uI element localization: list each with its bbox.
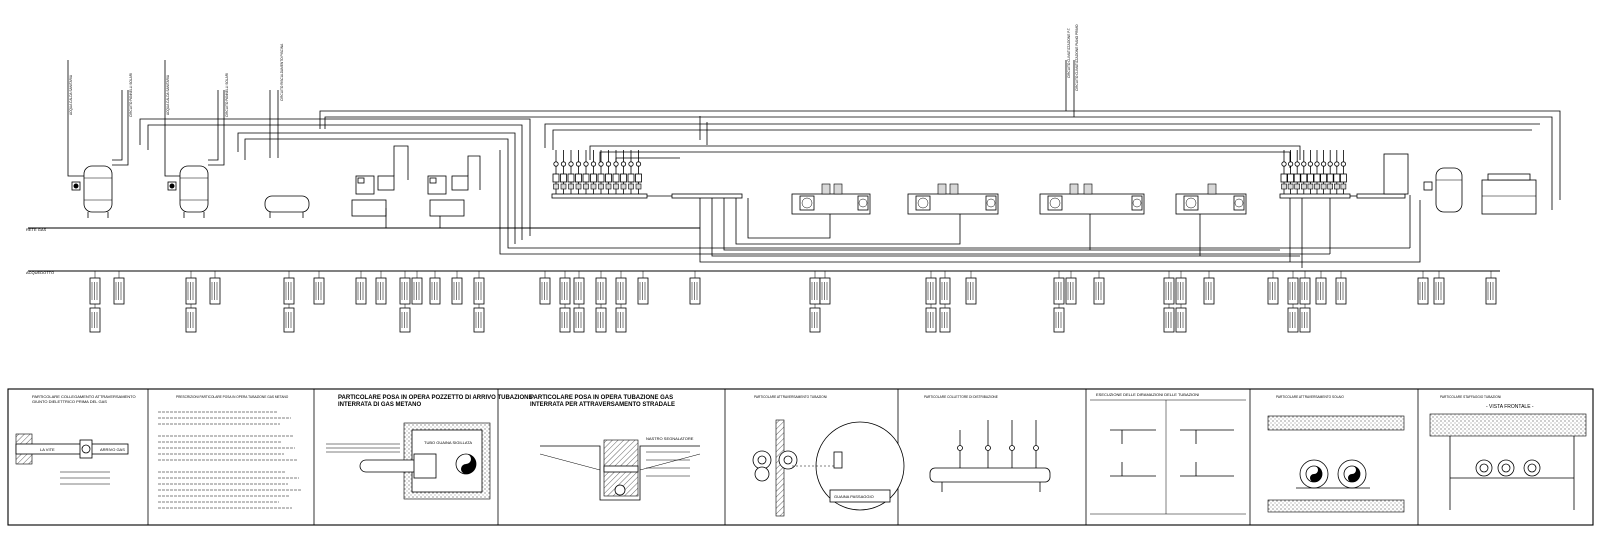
right-storage-tank: [1423, 167, 1463, 213]
schematic-area: RETE GAS ACQUEDOTTO: [26, 24, 1561, 333]
boiler-1: [351, 175, 395, 217]
detail-1-label-vite: LA VITE: [40, 447, 55, 452]
detail-8-title: PARTICOLARE ATTRAVERSAMENTO SOLAIO: [1276, 395, 1344, 399]
label-climatizzazione-pt: CIRCUITO CLIMATIZZAZIONE P.T.: [1067, 28, 1071, 78]
label-piscina: CIRCUITO RISCALDAMENTO PISCINA: [280, 43, 284, 101]
detail-4-subtitle: INTERRATA PER ATTRAVERSAMENTO STRADALE: [530, 402, 675, 408]
detail-4-label: NASTRO SEGNALATORE: [646, 436, 694, 441]
detail-1-label-arrivo: ARRIVO GAS: [100, 447, 125, 452]
detail-strip: PARTICOLARE COLLEGAMENTO ATTRAVERSAMENTO…: [7, 388, 1594, 526]
detail-panel-6: PARTICOLARE COLLETTORE DI DISTRIBUZIONE: [924, 395, 1051, 492]
detail-9-label: - VISTA FRONTALE -: [1486, 404, 1534, 410]
detail-panel-3: PARTICOLARE POSA IN OPERA POZZETTO DI AR…: [326, 395, 532, 500]
detail-panel-9: PARTICOLARE STAFFAGGIO TUBAZIONI - VISTA…: [1429, 395, 1587, 510]
detail-2-title: PRESCRIZIONI PARTICOLARE POSA IN OPERA T…: [176, 395, 289, 399]
detail-6-title: PARTICOLARE COLLETTORE DI DISTRIBUZIONE: [924, 395, 998, 399]
detail-9-title: PARTICOLARE STAFFAGGIO TUBAZIONI: [1440, 395, 1501, 399]
label-acqua-calda-2: ACQUA CALDA SANITARIA: [166, 74, 170, 115]
label-pannelli-solari-1: CIRCUITO PANNELLI SOLARI: [129, 73, 133, 117]
detail-3-label: TUBO GUAINA SIGILLATA: [424, 440, 472, 445]
detail-5-title: PARTICOLARE ATTRAVERSAMENTO TUBAZIONI: [754, 395, 827, 399]
detail-panel-8: PARTICOLARE ATTRAVERSAMENTO SOLAIO: [1267, 395, 1405, 513]
label-climatizzazione-pp: CIRCUITO CLIMATIZZAZIONE PIANO PRIMO: [1075, 24, 1079, 91]
detail-panel-4: PARTICOLARE POSA IN OPERA TUBAZIONE GAS …: [530, 395, 701, 501]
chiller-unit: [1481, 173, 1537, 215]
detail-panel-2: PRESCRIZIONI PARTICOLARE POSA IN OPERA T…: [158, 395, 301, 509]
label-pannelli-solari-2: CIRCUITO PANNELLI SOLARI: [225, 73, 229, 117]
boiler-2: [427, 175, 469, 217]
detail-panel-5: PARTICOLARE ATTRAVERSAMENTO TUBAZIONI GU…: [752, 395, 905, 517]
header-riser-valves: [552, 150, 642, 194]
storage-tank-2: [167, 165, 209, 218]
pool-heat-exchanger: [264, 195, 310, 218]
detail-7-title: ESECUZIONE DELLE DIRAMAZIONI DELLE TUBAZ…: [1096, 392, 1199, 397]
air-handling-unit-1: [791, 183, 871, 215]
detail-1-title: PARTICOLARE COLLEGAMENTO ATTRAVERSAMENTO: [32, 394, 136, 399]
detail-4-title: PARTICOLARE POSA IN OPERA TUBAZIONE GAS: [530, 395, 673, 401]
header-riser-valves: [1280, 150, 1347, 194]
air-handling-unit-2: [907, 183, 999, 215]
detail-3-subtitle: INTERRATA DI GAS METANO: [338, 402, 421, 408]
detail-panel-1: PARTICOLARE COLLEGAMENTO ATTRAVERSAMENTO…: [15, 394, 136, 485]
equipment-tag-row: [89, 271, 1497, 333]
detail-5-label: GUAINA PASSAGGIO: [834, 494, 874, 499]
detail-3-title: PARTICOLARE POSA IN OPERA POZZETTO DI AR…: [338, 395, 532, 401]
specification-text-block: [158, 411, 301, 509]
air-handling-unit-3: [1039, 183, 1145, 215]
detail-panel-7: ESECUZIONE DELLE DIRAMAZIONI DELLE TUBAZ…: [1090, 392, 1246, 515]
label-acqua-calda-1: ACQUA CALDA SANITARIA: [69, 74, 73, 115]
detail-1-subtitle: GIUNTO DIELETTRICO PRIMA DEL GAS: [32, 399, 107, 404]
air-handling-unit-4: [1175, 183, 1247, 215]
gas-rail-label: RETE GAS: [26, 227, 47, 232]
storage-tank-1: [71, 165, 113, 218]
water-rail-label: ACQUEDOTTO: [26, 270, 54, 275]
